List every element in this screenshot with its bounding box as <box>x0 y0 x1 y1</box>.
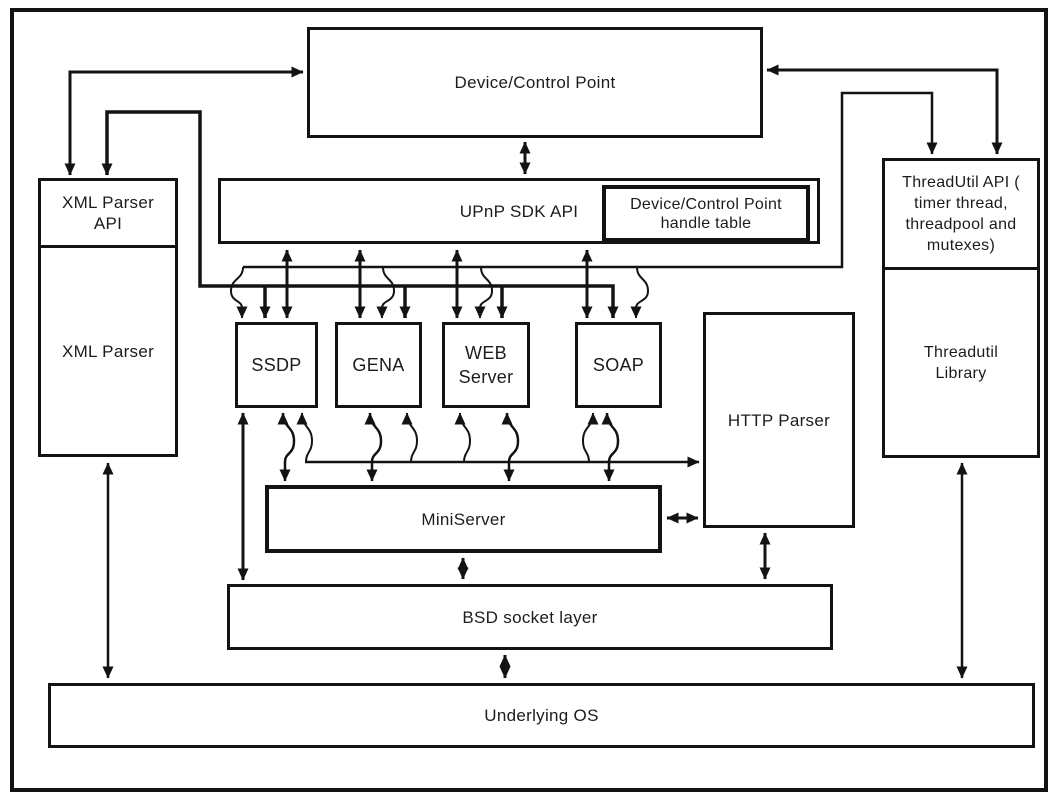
connector-thinbus-webserver <box>474 266 494 319</box>
connector-ssdp-miniserver <box>277 412 296 482</box>
connector-device-threadutil <box>766 64 1003 155</box>
node-threadutil-group: ThreadUtil API ( timer thread, threadpoo… <box>882 158 1040 458</box>
node-web-server-line2: Server <box>458 367 514 387</box>
node-underlying-os: Underlying OS <box>48 683 1035 748</box>
node-threadutil-library: Threadutil Library <box>885 270 1037 455</box>
connector-soap-httpline <box>581 412 599 463</box>
node-threadutil-api-line1: ThreadUtil API ( <box>902 174 1020 191</box>
node-http-parser-label: HTTP Parser <box>727 410 831 430</box>
connector-thinbus-soap <box>630 266 650 319</box>
connector-ssdp-httpline <box>296 412 314 463</box>
connector-webserver-miniserver <box>501 412 520 482</box>
node-threadutil-api-line3: threadpool and <box>905 216 1017 233</box>
node-soap-label: SOAP <box>592 354 645 375</box>
node-web-server: WEB Server <box>442 322 530 408</box>
node-threadutil-api-line4: mutexes) <box>926 237 996 254</box>
node-device-control-point-label: Device/Control Point <box>454 73 616 92</box>
node-xml-parser: XML Parser <box>41 248 175 454</box>
node-threadutil-api: ThreadUtil API ( timer thread, threadpoo… <box>885 161 1037 270</box>
node-underlying-os-label: Underlying OS <box>484 706 599 725</box>
node-bsd-socket-layer: BSD socket layer <box>227 584 833 650</box>
node-xml-parser-api: XML Parser API <box>41 181 175 248</box>
node-ssdp: SSDP <box>235 322 318 408</box>
node-gena-label: GENA <box>352 354 405 375</box>
node-threadutil-library-line2: Library <box>935 364 987 382</box>
node-upnp-sdk-api-label: UPnP SDK API <box>459 201 579 221</box>
connector-gena-httpline <box>401 412 419 463</box>
connector-thinbus-gena <box>376 266 396 319</box>
connector-gena-miniserver <box>364 412 383 482</box>
diagram-border <box>10 8 1048 792</box>
node-soap: SOAP <box>575 322 662 408</box>
connector-thinbus-ssdp <box>229 266 248 319</box>
connector-device-xmlparserapi <box>64 66 304 176</box>
node-web-server-line1: WEB <box>465 343 507 363</box>
node-handle-table: Device/Control Point handle table <box>602 185 810 242</box>
node-http-parser: HTTP Parser <box>703 312 855 528</box>
connector-webserver-httpline <box>454 412 472 463</box>
node-bsd-socket-layer-label: BSD socket layer <box>462 607 598 627</box>
node-ssdp-label: SSDP <box>251 354 302 375</box>
connector-soap-miniserver <box>601 412 620 482</box>
node-miniserver-label: MiniServer <box>421 509 506 529</box>
node-threadutil-library-line1: Threadutil <box>923 343 999 361</box>
node-gena: GENA <box>335 322 422 408</box>
node-xml-parser-api-line1: XML Parser <box>61 193 155 212</box>
node-handle-table-line1: Device/Control Point <box>630 195 782 213</box>
node-handle-table-line2: handle table <box>660 214 752 232</box>
node-threadutil-api-line2: timer thread, <box>914 195 1008 212</box>
node-xml-parser-api-line2: API <box>93 214 123 233</box>
node-xml-parser-group: XML Parser API XML Parser <box>38 178 178 457</box>
connector-xmlparser-bus <box>101 110 619 319</box>
node-device-control-point: Device/Control Point <box>307 27 763 138</box>
node-miniserver: MiniServer <box>265 485 662 553</box>
node-xml-parser-label: XML Parser <box>61 341 155 361</box>
